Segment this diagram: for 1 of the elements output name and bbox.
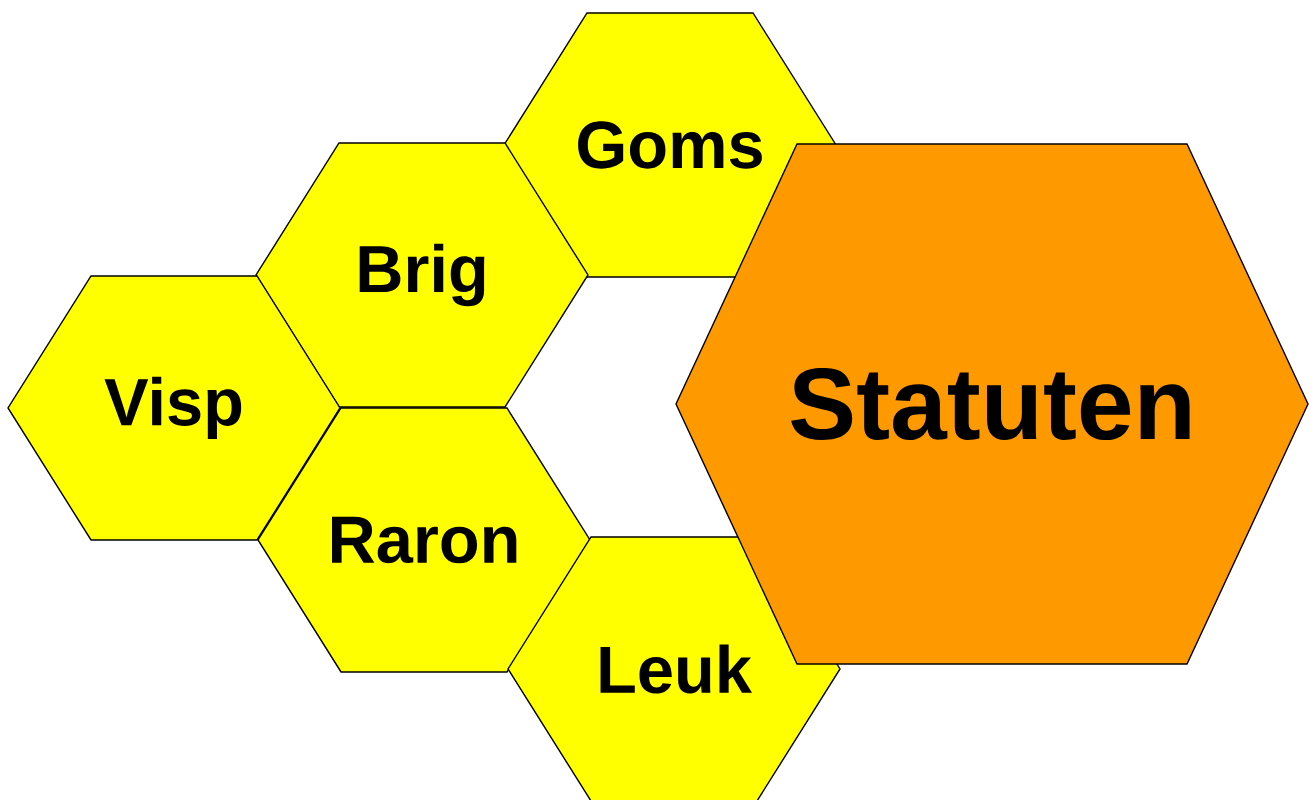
hexagon: Raron [257,407,591,673]
